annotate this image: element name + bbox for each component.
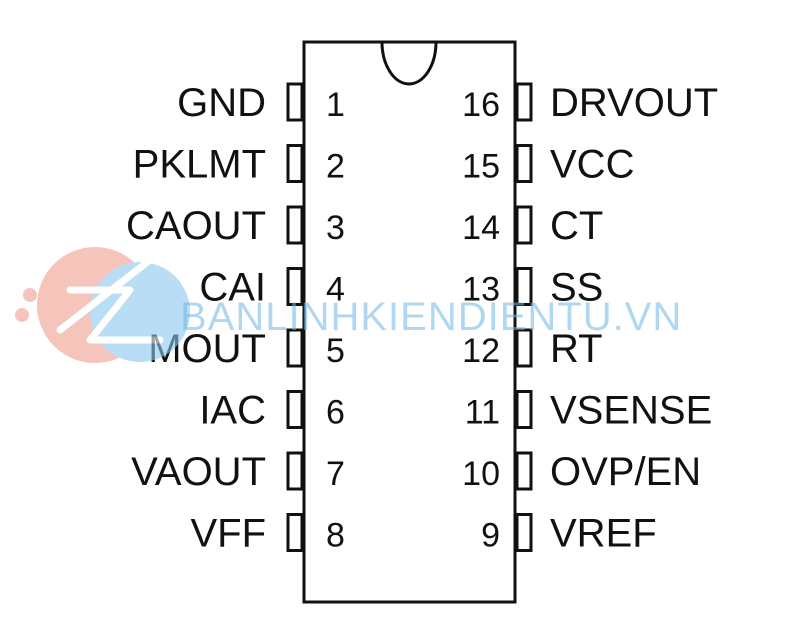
- pin-2-label: PKLMT: [133, 143, 266, 187]
- pin-6-label: IAC: [199, 389, 266, 433]
- pin-8-number: 8: [326, 517, 345, 555]
- pin-14-lead: [515, 205, 533, 245]
- watermark-text: BANLINHKIENDIENTU.VN: [180, 295, 682, 339]
- pin-7-number: 7: [326, 455, 345, 493]
- pin-16-number: 16: [462, 86, 500, 124]
- pin-3-label: CAOUT: [126, 204, 266, 248]
- pin-7-label: VAOUT: [131, 450, 266, 494]
- pin-2-number: 2: [326, 148, 345, 186]
- ic-notch: [380, 41, 438, 86]
- pin-11-lead: [515, 390, 533, 429]
- pin-10-lead: [515, 451, 533, 491]
- pin-11-number: 11: [465, 394, 500, 432]
- pin-4-lead: [286, 267, 304, 306]
- pin-5-number: 5: [326, 332, 345, 370]
- watermark: BANLINHKIENDIENTU.VN: [15, 247, 682, 363]
- pin-16-label: DRVOUT: [550, 81, 718, 125]
- pin-15-lead: [515, 144, 533, 183]
- pin-2-lead: [286, 144, 304, 183]
- pin-12-label: RT: [550, 327, 603, 371]
- pin-13-lead: [515, 267, 533, 306]
- ic-body: [302, 40, 517, 604]
- pin-1-lead: [286, 82, 304, 122]
- pin-9-label: VREF: [550, 512, 657, 556]
- pin-4-number: 4: [326, 271, 345, 309]
- pin-10-label: OVP/EN: [550, 450, 701, 494]
- watermark-logo-icon: [15, 247, 190, 363]
- pin-3-lead: [286, 205, 304, 245]
- pin-13-label: SS: [550, 266, 603, 310]
- pin-11-label: VSENSE: [550, 389, 712, 433]
- pin-13-number: 13: [462, 271, 500, 309]
- pin-8-lead: [286, 513, 304, 552]
- pin-12-number: 12: [462, 332, 500, 370]
- pin-14-label: CT: [550, 204, 603, 248]
- pin-9-number: 9: [481, 517, 500, 555]
- pin-5-lead: [286, 328, 304, 368]
- pin-6-lead: [286, 390, 304, 429]
- pin-7-lead: [286, 451, 304, 491]
- pin-10-number: 10: [462, 455, 500, 493]
- pin-4-label: CAI: [199, 266, 266, 310]
- pin-16-lead: [515, 82, 533, 122]
- pin-14-number: 14: [462, 209, 500, 247]
- pin-9-lead: [515, 513, 533, 552]
- pin-12-lead: [515, 328, 533, 368]
- pin-15-label: VCC: [550, 143, 634, 187]
- pin-1-label: GND: [177, 81, 266, 125]
- pin-3-number: 3: [326, 209, 345, 247]
- pin-1-number: 1: [326, 86, 345, 124]
- pin-6-number: 6: [326, 394, 345, 432]
- pin-15-number: 15: [462, 148, 500, 186]
- pin-8-label: VFF: [190, 512, 266, 556]
